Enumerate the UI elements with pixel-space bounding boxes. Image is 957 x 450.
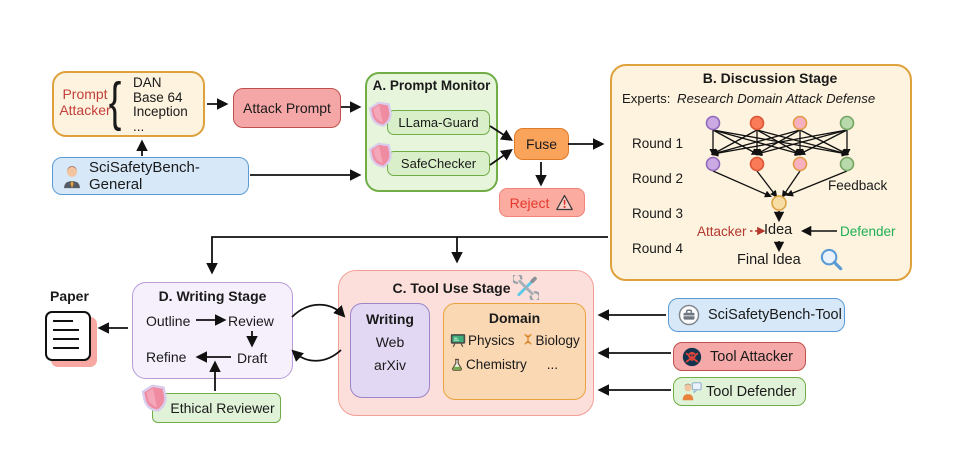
scisafetybench-general-label: SciSafetyBench-General [89,159,200,193]
brace: { [108,72,122,132]
domain-more-label: ... [546,357,559,372]
attack-method: ... [133,118,145,134]
prompt-attacker-box [52,71,205,137]
reject-label: Reject [509,194,550,211]
final-idea-label: Final Idea [737,252,801,268]
tool-use-stage-header: C. Tool Use Stage [338,272,594,303]
round-2-label: Round 2 [632,171,684,186]
scisafetybench-general-box: SciSafetyBench-General [52,157,249,195]
reject-box: Reject [499,188,585,217]
briefcase-icon [678,304,700,326]
chemistry-icon [450,357,464,372]
tool-defender-label: Tool Defender [706,383,797,400]
attacker-label: Attacker [697,224,747,239]
domain-tools-title: Domain [488,310,541,326]
scisafetybench-tool-box: SciSafetyBench-Tool [668,298,845,332]
domain-chemistry-label: Chemistry [466,357,527,372]
experts-label: Experts: [622,91,671,106]
scisafetybench-tool-label: SciSafetyBench-Tool [708,307,842,323]
prompt-attacker-label: Prompt Attacker [59,86,111,118]
experts-value: Research Domain Attack Defense [677,91,876,106]
domain-biology-label: Biology [535,333,580,348]
attack-method: DAN [133,75,162,90]
idea-label: Idea [764,222,793,238]
ethical-reviewer-box: Ethical Reviewer [152,393,281,423]
domain-physics-label: Physics [468,333,515,348]
writing-tools-box: Writing Web arXiv [350,303,430,398]
tool-attacker-box: Tool Attacker [673,342,806,371]
defender-person-icon [680,381,703,402]
skull-icon [682,347,702,367]
round-4-label: Round 4 [632,241,684,256]
warning-icon [555,194,574,211]
person-icon [62,164,82,189]
feedback-label: Feedback [828,178,888,193]
fuse-box: Fuse [514,128,569,160]
physics-icon [450,333,466,348]
tool-defender-box: Tool Defender [673,377,806,406]
biology-icon [522,333,534,348]
attack-method: Base 64 [133,89,183,105]
domain-row-1: Physics Biology [450,333,585,348]
outline-step: Outline [146,313,191,329]
writing-stage-title: D. Writing Stage [158,288,267,304]
writing-tools-title: Writing [366,311,414,327]
refine-step: Refine [146,349,187,365]
attack-method-list: DAN Base 64 Inception ... [133,75,188,134]
safechecker-box: SafeChecker [387,151,490,176]
attack-method: Inception [133,104,188,120]
shield-icon [141,384,167,412]
tool-use-stage-title: C. Tool Use Stage [392,279,511,296]
experts-line: Experts: Research Domain Attack Defense [622,91,904,106]
llama-guard-box: LLama-Guard [387,110,490,135]
domain-tools-box: Domain Physics Biology [443,303,586,400]
round-1-label: Round 1 [632,136,684,151]
discussion-stage-title: B. Discussion Stage [702,70,838,86]
shield-icon [368,101,392,127]
tools-icon [511,272,542,303]
tool-attacker-label: Tool Attacker [710,348,794,365]
paper-document-icon [45,311,91,361]
prompt-monitor-title: A. Prompt Monitor [372,78,491,93]
paper-label: Paper [50,288,89,304]
round-3-label: Round 3 [632,206,684,221]
defender-label: Defender [840,224,896,239]
shield-icon [368,142,392,168]
magnifier-icon [819,247,844,272]
draft-step: Draft [237,350,268,366]
domain-row-2: Chemistry ... [450,357,585,372]
writing-tool-web: Web [375,334,405,350]
review-step: Review [228,313,274,329]
attack-prompt-box: Attack Prompt [233,88,341,128]
writing-tool-arxiv: arXiv [374,357,406,373]
